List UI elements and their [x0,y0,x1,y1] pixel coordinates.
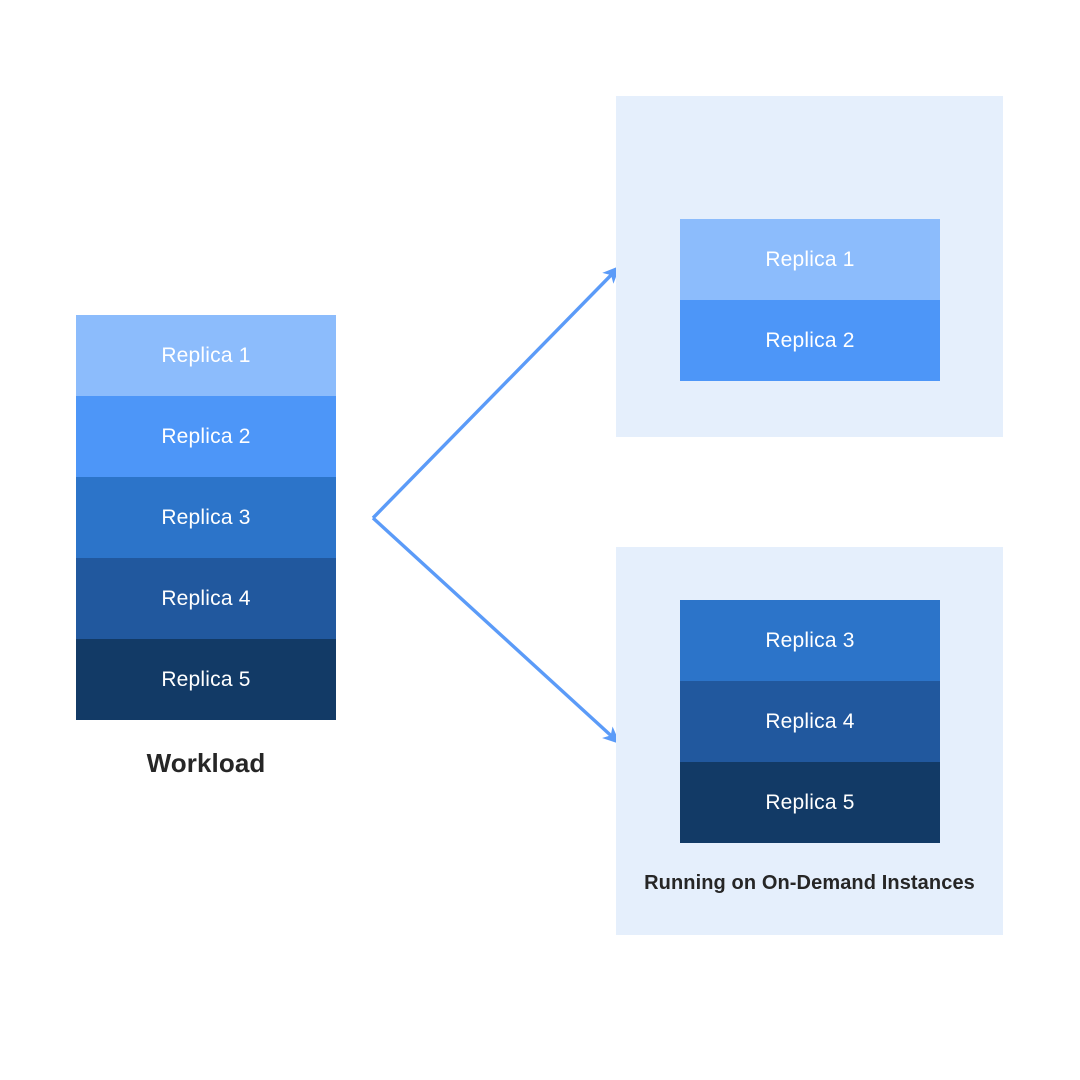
on-demand-replica-3: Replica 5 [680,762,940,843]
arrow-to-on-demand-instances [371,516,621,745]
on-demand-replica-1: Replica 3 [680,600,940,681]
replica-label: Replica 2 [765,328,855,352]
workload-replica-1: Replica 1 [76,315,336,396]
workload-replica-2: Replica 2 [76,396,336,477]
workload-replica-3: Replica 3 [76,477,336,558]
panel-spot-instances: Running on Spot Instances Replica 1Repli… [616,96,1003,437]
arrow-to-spot-instances [371,265,621,520]
panel-on-demand-instances: Replica 3 Replica 4 Replica 5 Running on O… [616,547,1003,935]
replica-label: Replica 4 [765,709,855,733]
replica-label: Replica 2 [161,424,251,448]
spot-replica-2: Replica 2 [680,300,940,381]
workload-replica-4: Replica 4 [76,558,336,639]
replica-label: Replica 3 [161,505,251,529]
workload-replica-stack: Replica 1 Replica 2 Replica 3 Replica 4 Repl… [76,315,336,720]
spot-replica-1: Replica 1 [680,219,940,300]
spot-replica-stack: Replica 1 Replica 2 [680,219,940,381]
replica-label: Replica 5 [161,667,251,691]
replica-label: Replica 3 [765,628,855,652]
panel-on-demand-title: Running on On-Demand Instances [644,872,975,894]
replica-label: Replica 1 [161,343,251,367]
replica-label: Replica 4 [161,586,251,610]
workload-label: Workload [146,748,266,778]
on-demand-replica-2: Replica 4 [680,681,940,762]
workload-replica-5: Replica 5 [76,639,336,720]
replica-label: Replica 1 [765,247,855,271]
workload-group: Replica 1 Replica 2 Replica 3 Replica 4 Repl… [76,315,336,720]
on-demand-replica-stack: Replica 3 Replica 4 Replica 5 [680,600,940,843]
replica-label: Replica 5 [765,790,855,814]
